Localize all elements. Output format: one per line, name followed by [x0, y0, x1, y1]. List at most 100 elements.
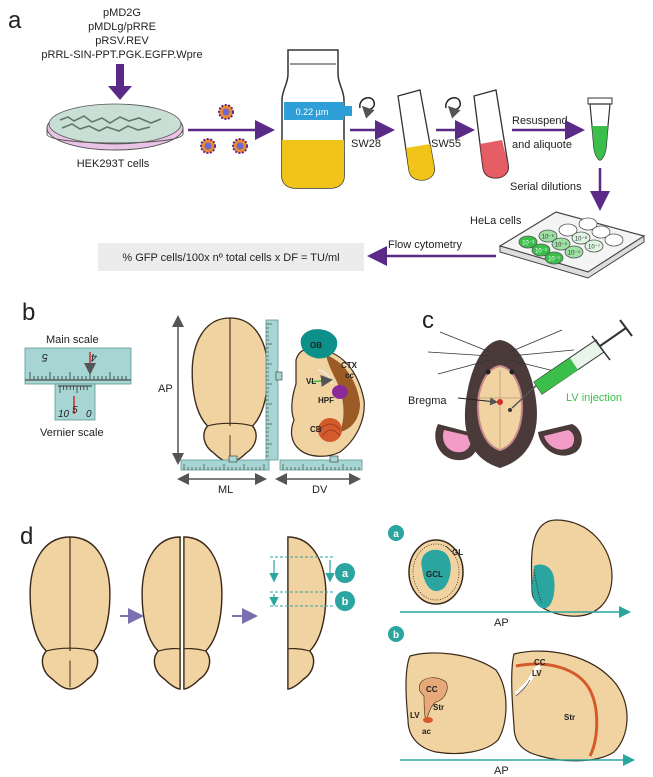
transfection-arrow: [108, 64, 132, 100]
section-b-badge: [388, 626, 404, 642]
sw28-label: SW28: [351, 138, 381, 150]
ap-label-a: AP: [494, 617, 509, 629]
syringe-icon: [511, 319, 633, 409]
gl-pointer: [445, 545, 453, 553]
main-scale-label: Main scale: [46, 334, 99, 346]
bregma-label: Bregma: [408, 395, 447, 407]
aliquote-label: and aliquote: [512, 139, 572, 151]
well-label: 10⁻⁴: [568, 250, 581, 257]
lv-label: LV: [410, 711, 420, 720]
lv-injection-label: LV injection: [566, 392, 622, 404]
well: [578, 217, 598, 231]
well-label: 10⁻⁷: [588, 244, 600, 251]
ap-label: AP: [158, 383, 173, 395]
hek-label: HEK293T cells: [77, 158, 150, 170]
well-label: 10⁻⁸: [575, 236, 588, 243]
forebrain-section-a: [530, 519, 613, 617]
main-digit-4: 4: [91, 351, 97, 363]
panel-c-label: c: [422, 307, 434, 334]
well: [571, 231, 591, 245]
vernier-digit-0: 0: [86, 409, 92, 420]
well-label: 10⁻⁶: [542, 234, 555, 241]
rotor-icon: [445, 97, 462, 119]
region-hpf: HPF: [318, 396, 334, 405]
panel-a-label: a: [8, 7, 22, 34]
virus-icon: [218, 104, 234, 120]
section-a-badge: [388, 525, 404, 541]
brain-dorsal-intact: [29, 536, 111, 690]
olfactory-bulb-section: [408, 539, 464, 605]
region-cc: cc: [345, 371, 354, 380]
mouse-head-icon: [427, 329, 582, 468]
cc-label: CC: [426, 685, 438, 694]
flow-label: Flow cytometry: [388, 239, 462, 251]
wells-group: 10⁻³ 10⁻⁶ 10⁻² 10⁻⁵ 10⁻⁸ 10⁻¹ 10⁻⁴ 10⁻⁷: [518, 217, 624, 265]
brain-hemisphere: [287, 536, 327, 690]
well: [558, 223, 578, 237]
section-a-badge-text: a: [393, 529, 399, 540]
vernier-scale-label: Vernier scale: [40, 427, 104, 439]
serial-dilutions-label: Serial dilutions: [510, 181, 582, 193]
panel-b-label: b: [22, 299, 35, 326]
brain-dorsal-view: [191, 317, 269, 463]
plasmid-1: pMD2G: [103, 7, 141, 19]
region-cb: CB: [310, 425, 322, 434]
vernier-digit-5: 5: [72, 405, 78, 416]
plasmid-4: pRRL-SIN-PPT.PGK.EGFP.Wpre: [41, 49, 202, 61]
ml-label: ML: [218, 484, 233, 496]
well: [531, 243, 551, 257]
well-label: 10⁻¹: [548, 257, 560, 263]
filter-bottle-icon: [281, 49, 352, 189]
panel-d-label: d: [20, 523, 33, 550]
cc2-label: CC: [534, 658, 546, 667]
formula-box: [98, 243, 364, 271]
brain-sagittal-view: [290, 329, 365, 457]
dv-ruler: [279, 455, 363, 471]
well: [564, 245, 584, 259]
vernier-digit-10: 10: [58, 409, 70, 420]
marker-a-text: a: [342, 568, 349, 580]
plasmid-2: pMDLg/pRRE: [88, 21, 156, 33]
virus-icon: [232, 138, 248, 154]
section-b-badge-text: b: [393, 630, 399, 641]
lv2-label: LV: [532, 669, 542, 678]
bregma-pointer: [457, 397, 498, 406]
virus-icon: [200, 138, 216, 154]
ultracentrifuge-tube-red: [473, 89, 510, 179]
ac-label: ac: [422, 727, 431, 736]
marker-a-badge: [335, 563, 355, 583]
plasmid-3: pRSV.REV: [95, 35, 149, 47]
well: [518, 235, 538, 249]
vertical-ruler: [265, 319, 283, 461]
hela-label: HeLa cells: [470, 215, 522, 227]
rotor-icon: [359, 97, 376, 119]
well: [584, 239, 604, 253]
well: [551, 237, 571, 251]
str2-label: Str: [564, 713, 575, 722]
petri-dish-icon: [46, 103, 184, 151]
ultracentrifuge-tube-yellow: [397, 89, 436, 181]
dv-label: DV: [312, 484, 328, 496]
str-label: Str: [433, 703, 444, 712]
region-vl: VL: [306, 377, 316, 386]
resuspend-label: Resuspend: [512, 115, 568, 127]
well: [538, 229, 558, 243]
well-label: 10⁻⁵: [555, 242, 568, 249]
well-label: 10⁻³: [522, 241, 534, 247]
gcl-label: GCL: [426, 570, 443, 579]
coronal-section-b2: [511, 650, 628, 762]
eppendorf-tube-icon: [587, 97, 613, 161]
well: [604, 233, 624, 247]
well: [544, 251, 564, 265]
formula-text: % GFP cells/100x nº total cells x DF = T…: [122, 252, 339, 264]
ap-label-b: AP: [494, 765, 509, 777]
sw55-label: SW55: [431, 138, 461, 150]
region-ob: OB: [310, 341, 322, 350]
filter-label: 0.22 µm: [296, 107, 329, 117]
vernier-scale-icon: [24, 347, 132, 421]
main-digit-5: 5: [41, 351, 48, 363]
ml-ruler: [180, 455, 270, 471]
well: [591, 225, 611, 239]
well-label: 10⁻²: [535, 249, 547, 255]
